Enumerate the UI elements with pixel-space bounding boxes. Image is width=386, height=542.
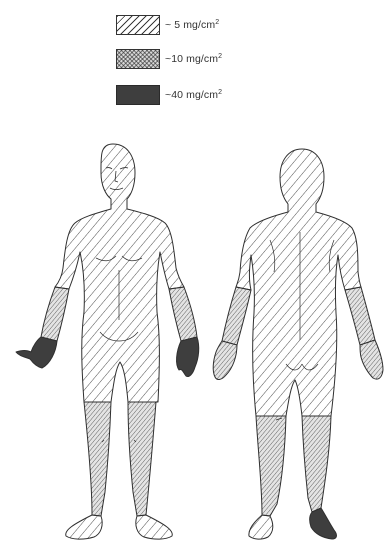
back-body xyxy=(236,149,361,416)
front-right-lower-leg xyxy=(128,402,156,516)
back-left-lower-leg xyxy=(256,416,286,516)
front-right-foot xyxy=(136,515,172,539)
back-figure xyxy=(213,149,383,539)
front-left-foot xyxy=(66,515,102,539)
back-right-hand xyxy=(360,340,383,379)
back-right-lower-leg xyxy=(302,416,331,512)
front-right-forearm xyxy=(169,287,197,341)
back-left-forearm xyxy=(222,287,251,345)
back-left-foot xyxy=(249,515,273,539)
front-right-hand xyxy=(177,337,199,377)
back-right-forearm xyxy=(345,287,375,345)
back-right-foot xyxy=(310,508,337,539)
front-body xyxy=(55,144,184,402)
front-left-lower-leg xyxy=(84,402,111,516)
front-left-hand xyxy=(16,337,57,368)
front-figure xyxy=(16,144,199,539)
back-left-hand xyxy=(213,341,237,379)
front-left-forearm xyxy=(41,287,69,341)
